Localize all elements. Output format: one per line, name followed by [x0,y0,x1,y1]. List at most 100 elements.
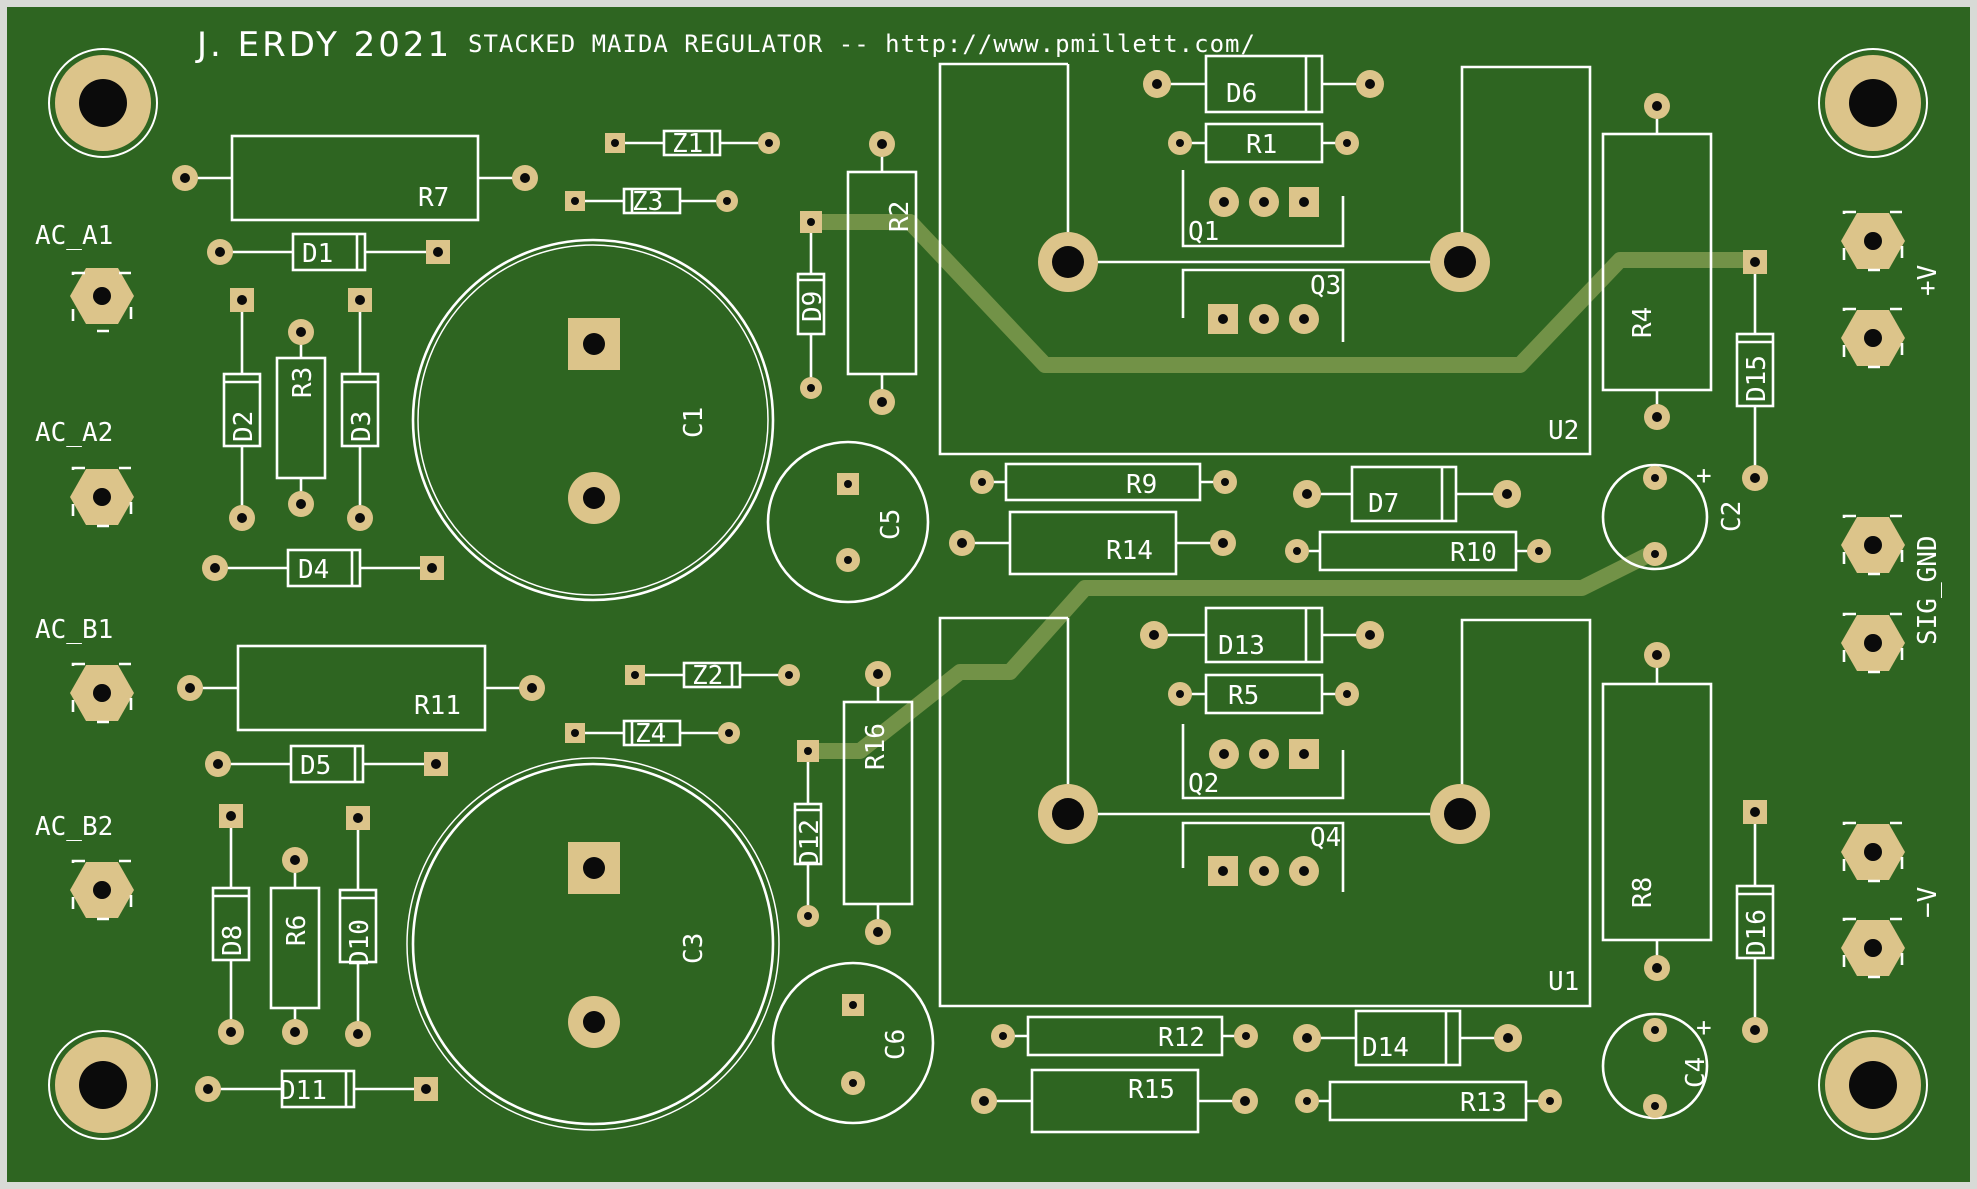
label-neg-v: −V [1913,887,1943,918]
svg-text:Z3: Z3 [632,187,663,217]
mounting-hole-bottom-left [48,1030,158,1140]
diode-d7: D7 [1293,465,1521,523]
regulator-u2: U2 [938,62,1592,456]
diode-d10: D10 [338,806,378,1047]
terminal-pos-v-2 [1841,307,1905,369]
svg-text:R5: R5 [1228,681,1259,711]
svg-text:Z2: Z2 [692,661,723,691]
svg-text:U2: U2 [1548,416,1579,446]
capacitor-c3: C3 [406,757,780,1131]
terminal-sig-gnd-1 [1841,514,1905,576]
terminal-ac-b1 [70,662,134,724]
resistor-r4: R4 [1601,93,1713,430]
svg-text:C1: C1 [679,407,709,438]
resistor-r6: R6 [269,847,321,1045]
capacitor-c6: C6 [771,961,935,1125]
diode-d14: D14 [1293,1009,1522,1067]
diode-d11: D11 [195,1069,438,1109]
trace-upper [803,214,1760,373]
svg-text:R10: R10 [1450,538,1497,568]
regulator-u1: U1 [938,616,1592,1008]
svg-text:C5: C5 [876,509,906,540]
svg-text:Q3: Q3 [1310,271,1341,301]
zener-z1: Z1 [605,129,780,159]
svg-text:R13: R13 [1460,1088,1507,1118]
resistor-r10: R10 [1285,530,1551,572]
terminal-sig-gnd-2 [1841,612,1905,674]
svg-text:Q1: Q1 [1188,217,1219,247]
svg-text:D8: D8 [218,925,248,956]
svg-text:R7: R7 [418,183,449,213]
capacitor-c2: + C2 [1601,461,1747,571]
svg-text:C2: C2 [1717,501,1747,532]
diode-d8: D8 [211,804,251,1045]
transistor-q3: Q3 [1181,268,1345,342]
diode-d3: D3 [340,288,380,531]
svg-text:+: + [1696,1013,1712,1043]
terminal-ac-a2 [70,466,134,528]
terminal-neg-v-1 [1841,821,1905,883]
resistor-r7: R7 [172,134,538,222]
svg-text:D3: D3 [347,411,377,442]
transistor-q4: Q4 [1181,821,1345,892]
svg-text:Z4: Z4 [635,719,666,749]
svg-text:+: + [1696,461,1712,491]
svg-text:Z1: Z1 [672,129,703,159]
svg-text:R2: R2 [885,201,915,232]
svg-text:R1: R1 [1246,130,1277,160]
svg-text:D5: D5 [300,751,331,781]
board-title: J. ERDY 2021 [195,25,452,65]
svg-text:D7: D7 [1368,489,1399,519]
diode-d15: D15 [1735,250,1775,491]
label-ac-b1: AC_B1 [35,615,113,645]
capacitor-c1: C1 [411,238,775,602]
mounting-hole-top-left [48,48,158,158]
svg-text:D6: D6 [1226,79,1257,109]
svg-text:R12: R12 [1158,1023,1205,1053]
svg-text:R4: R4 [1628,307,1658,338]
svg-text:D4: D4 [298,555,329,585]
resistor-r14: R14 [949,510,1236,576]
zener-z4: Z4 [565,719,740,749]
diode-d5: D5 [205,744,448,784]
capacitor-c5: C5 [766,440,930,604]
svg-text:D15: D15 [1742,355,1772,402]
terminal-neg-v-2 [1841,917,1905,979]
svg-text:D14: D14 [1362,1033,1409,1063]
svg-text:R3: R3 [288,367,318,398]
resistor-r3: R3 [275,319,327,517]
svg-text:D10: D10 [345,919,375,966]
terminal-ac-a1 [70,268,134,333]
svg-text:D13: D13 [1218,631,1265,661]
svg-text:C3: C3 [679,933,709,964]
svg-text:R15: R15 [1128,1075,1175,1105]
label-ac-a2: AC_A2 [35,418,113,448]
label-ac-b2: AC_B2 [35,812,113,842]
svg-text:Q2: Q2 [1188,769,1219,799]
capacitor-c4: + C4 [1601,1012,1712,1120]
resistor-r12: R12 [991,1015,1258,1057]
transistor-q2: Q2 [1181,724,1345,800]
svg-text:R16: R16 [861,723,891,770]
resistor-r8: R8 [1601,642,1713,981]
terminal-pos-v-1 [1841,210,1905,272]
zener-z2: Z2 [625,661,800,691]
diode-d1: D1 [207,232,450,272]
diode-d4: D4 [202,548,444,588]
diode-d12: D12 [793,740,825,927]
diode-d13: D13 [1140,606,1384,664]
diode-d2: D2 [222,288,262,531]
svg-text:D1: D1 [302,239,333,269]
svg-text:R11: R11 [414,691,461,721]
svg-text:C4: C4 [1681,1057,1711,1088]
label-sig-gnd: SIG_GND [1913,535,1943,645]
board-outline [7,7,1970,1182]
svg-text:D9: D9 [798,291,828,322]
diode-d9: D9 [796,211,828,399]
zener-z3: Z3 [565,187,738,217]
svg-text:R14: R14 [1106,536,1153,566]
svg-text:R6: R6 [282,915,312,946]
svg-text:U1: U1 [1548,967,1579,997]
svg-text:R9: R9 [1126,470,1157,500]
